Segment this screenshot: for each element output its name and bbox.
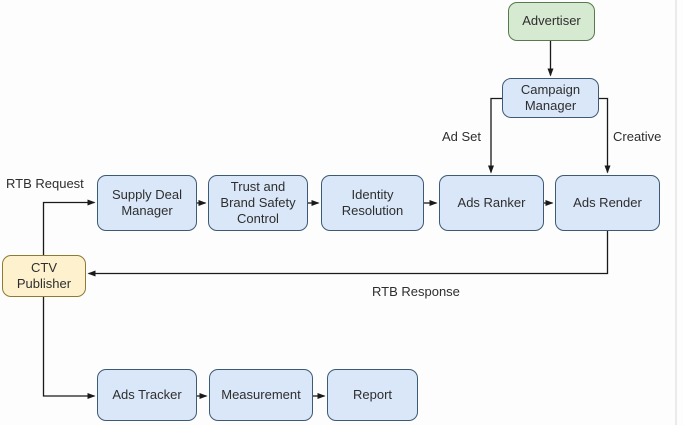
node-label: Trust and Brand Safety Control [220,178,296,227]
node-campaign-manager: Campaign Manager [502,78,599,118]
node-ctv-publisher: CTV Publisher [2,255,86,297]
node-label: Identity Resolution [341,186,404,218]
node-ads-tracker: Ads Tracker [97,369,197,421]
node-supply-deal-manager: Supply Deal Manager [97,175,197,231]
edge-label-ad-set: Ad Set [442,129,482,144]
node-label: Ads Ranker [457,194,526,210]
edge-label-rtb-response: RTB Response [372,284,460,299]
node-identity-resolution: Identity Resolution [321,175,424,231]
edge-ctv-publisher-to-ads-tracker [42,297,96,399]
node-label: Campaign Manager [520,81,581,113]
node-advertiser: Advertiser [508,2,595,41]
edge-label-rtb-request: RTB Request [6,176,84,191]
node-ads-ranker: Ads Ranker [439,175,544,231]
node-label: Supply Deal Manager [111,186,183,218]
node-label: CTV Publisher [16,259,72,291]
node-label: Report [352,386,393,402]
node-measurement: Measurement [209,369,313,421]
window-edge-divider [675,0,677,425]
edge-label-creative: Creative [613,129,662,144]
edge-campaign-manager-to-ads-render [599,97,611,174]
node-label: Ads Tracker [112,386,182,402]
node-label: Advertiser [522,13,581,29]
node-label: Ads Render [573,194,642,210]
edge-campaign-manager-to-ads-ranker [488,97,502,174]
node-trust-brand-safety-control: Trust and Brand Safety Control [208,175,308,231]
node-label: Measurement [221,386,301,402]
node-ads-render: Ads Render [555,175,660,231]
edge-ctv-publisher-to-supply-deal-manager [42,199,96,255]
edge-ads-render-to-ctv-publisher [87,231,609,277]
node-report: Report [327,369,418,421]
